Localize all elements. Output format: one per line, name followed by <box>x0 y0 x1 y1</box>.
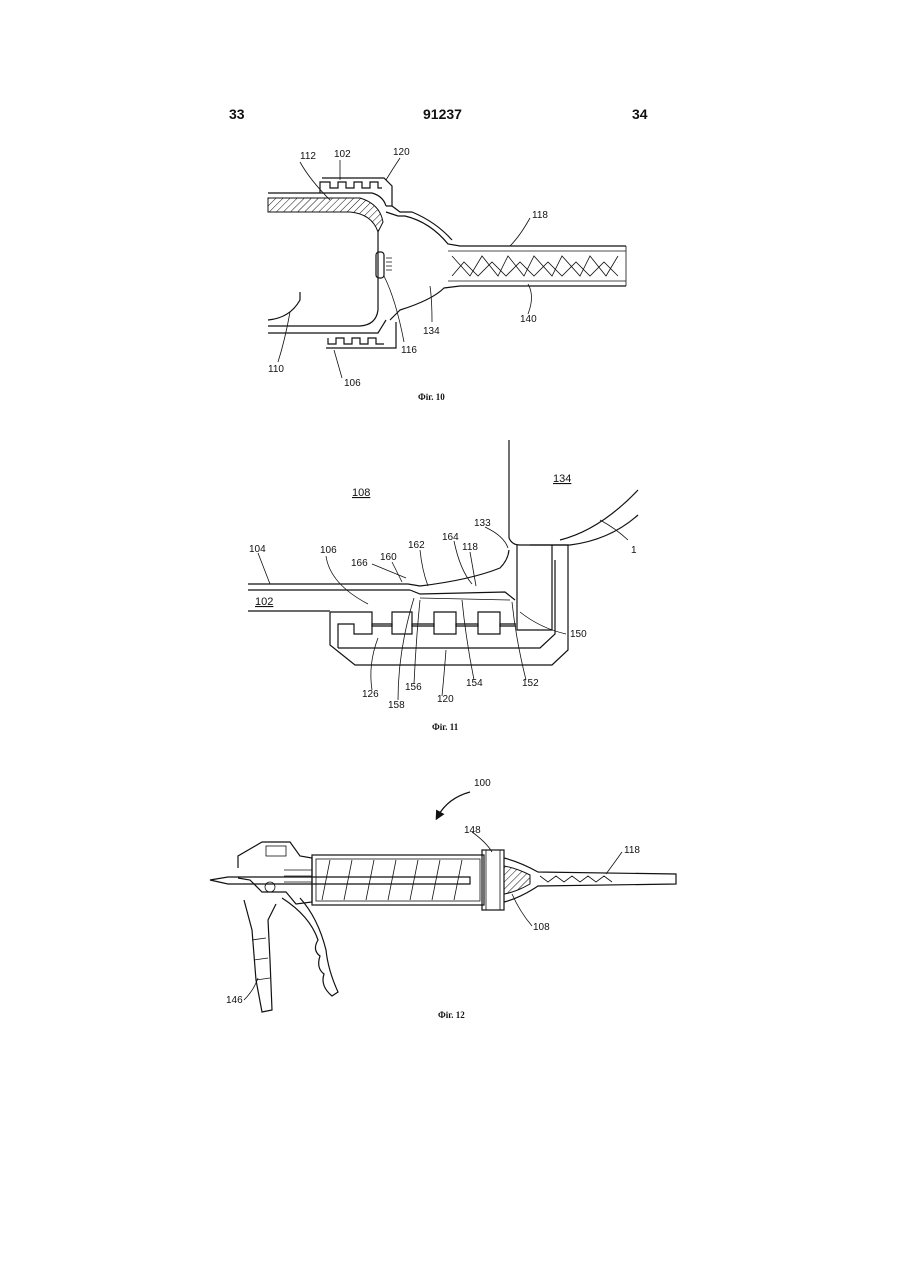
figure-12: 100 148 118 108 146 <box>210 778 676 1012</box>
fig11-label-108: 108 <box>352 487 370 499</box>
fig12-label-100: 100 <box>474 778 491 789</box>
fig11-label-118: 118 <box>462 542 478 553</box>
fig11-label-162: 162 <box>408 540 425 551</box>
fig11-label-104: 104 <box>249 544 266 555</box>
fig11-label-102: 102 <box>255 596 273 608</box>
fig10-label-120: 120 <box>393 147 410 158</box>
fig11-label-152: 152 <box>522 678 539 689</box>
fig10-label-140: 140 <box>520 314 537 325</box>
fig10-label-106: 106 <box>344 378 361 389</box>
fig10-label-118: 118 <box>532 210 548 221</box>
figure-10: 112 102 120 118 134 140 116 110 106 <box>268 147 626 389</box>
fig11-label-164: 164 <box>442 532 459 543</box>
fig11-label-106: 106 <box>320 545 337 556</box>
fig11-label-154: 154 <box>466 678 483 689</box>
fig11-label-160: 160 <box>380 552 397 563</box>
fig10-label-102: 102 <box>334 149 351 160</box>
fig12-label-148: 148 <box>464 825 481 836</box>
fig10-label-110: 110 <box>268 364 284 375</box>
fig12-label-108: 108 <box>533 922 550 933</box>
fig10-caption: Фіг. 10 <box>418 392 445 402</box>
fig11-label-158: 158 <box>388 700 405 711</box>
figure-11: 108 134 133 1 104 106 166 160 162 164 11… <box>248 440 638 711</box>
fig11-label-150: 150 <box>570 629 587 640</box>
fig11-label-166: 166 <box>351 558 368 569</box>
fig11-label-133: 133 <box>474 518 491 529</box>
fig10-label-134: 134 <box>423 326 440 337</box>
fig11-label-1: 1 <box>631 545 637 556</box>
fig11-label-126: 126 <box>362 689 379 700</box>
fig10-label-112: 112 <box>300 151 316 162</box>
fig12-label-146: 146 <box>226 995 243 1006</box>
fig11-label-134: 134 <box>553 473 571 485</box>
fig10-label-116: 116 <box>401 345 417 356</box>
fig11-label-120: 120 <box>437 694 454 705</box>
fig11-label-156: 156 <box>405 682 422 693</box>
fig12-caption: Фіг. 12 <box>438 1010 465 1020</box>
fig11-caption: Фіг. 11 <box>432 722 458 732</box>
fig12-label-118: 118 <box>624 845 640 856</box>
